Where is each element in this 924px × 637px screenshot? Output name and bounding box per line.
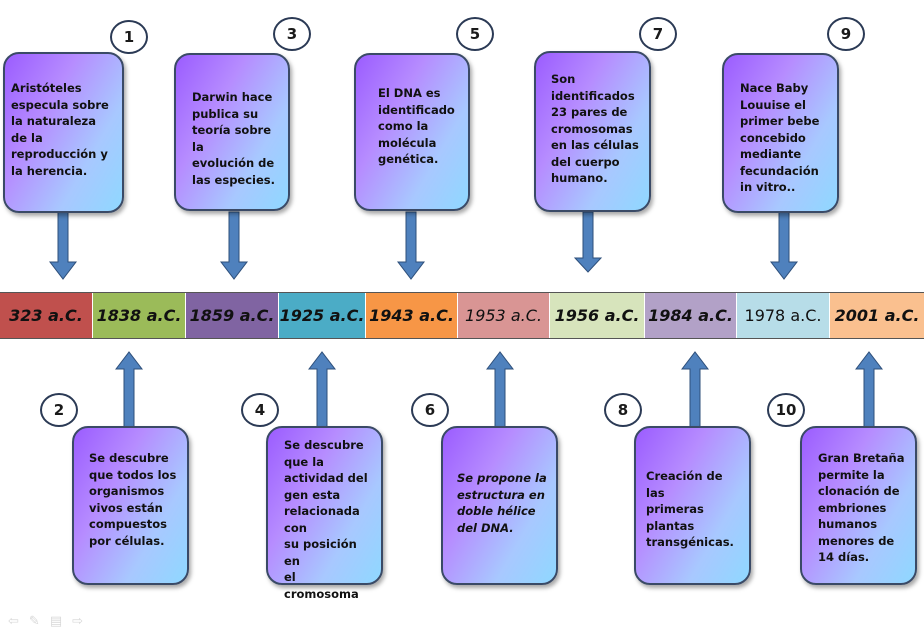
- timeline-segment-1956: 1956 a.C.: [550, 293, 645, 338]
- timeline-segment-1943: 1943 a.C.: [366, 293, 458, 338]
- timeline-segment-1978: 1978 a.C.: [737, 293, 830, 338]
- arrow-down-7: [573, 211, 603, 273]
- number-circle-7: 7: [639, 17, 677, 51]
- number-circle-2: 2: [40, 393, 78, 427]
- number-circle-9: 9: [827, 17, 865, 51]
- arrow-down-9: [769, 211, 799, 280]
- slide-nav: ⇦ ✎ ▤ ⇨: [8, 614, 83, 629]
- pen-icon[interactable]: ✎: [28, 614, 40, 629]
- event-box-5: El DNA es identificado como la molécula …: [354, 53, 470, 211]
- arrow-up-6: [485, 351, 515, 429]
- number-circle-4: 4: [241, 393, 279, 427]
- timeline-segment-1984: 1984 a.C.: [645, 293, 737, 338]
- arrow-down-1: [48, 211, 78, 280]
- event-box-1: Aristóteles especula sobre la naturaleza…: [3, 52, 124, 213]
- event-box-8: Creación de las primeras plantas transgé…: [634, 426, 751, 585]
- timeline-segment-1953: 1953 a.C.: [458, 293, 550, 338]
- arrow-down-3: [219, 211, 249, 280]
- event-box-6: Se propone la estructura en doble hélice…: [441, 426, 558, 585]
- timeline-segment-1838: 1838 a.C.: [93, 293, 186, 338]
- timeline-segment-1859: 1859 a.C.: [186, 293, 279, 338]
- number-circle-6: 6: [411, 393, 449, 427]
- number-circle-10: 10: [767, 393, 805, 427]
- menu-icon[interactable]: ▤: [49, 614, 63, 629]
- number-circle-1: 1: [110, 20, 148, 54]
- event-box-3: Darwin hace publica su teoría sobre la e…: [174, 53, 290, 211]
- number-circle-3: 3: [273, 17, 311, 51]
- event-box-7: Son identificados 23 pares de cromosomas…: [534, 51, 651, 212]
- arrow-up-4: [307, 351, 337, 429]
- event-box-9: Nace Baby Louuise el primer bebe concebi…: [722, 53, 839, 213]
- timeline-bar: 323 a.C. 1838 a.C. 1859 a.C. 1925 a.C. 1…: [0, 292, 924, 339]
- number-circle-5: 5: [456, 17, 494, 51]
- arrow-up-10: [854, 351, 884, 429]
- arrow-up-2: [114, 351, 144, 429]
- prev-arrow-icon[interactable]: ⇦: [8, 614, 19, 629]
- event-box-10: Gran Bretaña permite la clonación de emb…: [800, 426, 917, 585]
- number-circle-8: 8: [604, 393, 642, 427]
- next-arrow-icon[interactable]: ⇨: [72, 614, 84, 629]
- event-box-2: Se descubre que todos los organismos viv…: [72, 426, 189, 585]
- timeline-segment-323: 323 a.C.: [0, 293, 93, 338]
- arrow-up-8: [680, 351, 710, 429]
- event-box-4: Se descubre que la actividad del gen est…: [266, 426, 383, 601]
- arrow-down-5: [396, 211, 426, 280]
- timeline-segment-2001: 2001 a.C.: [830, 293, 924, 338]
- timeline-segment-1925: 1925 a.C.: [279, 293, 366, 338]
